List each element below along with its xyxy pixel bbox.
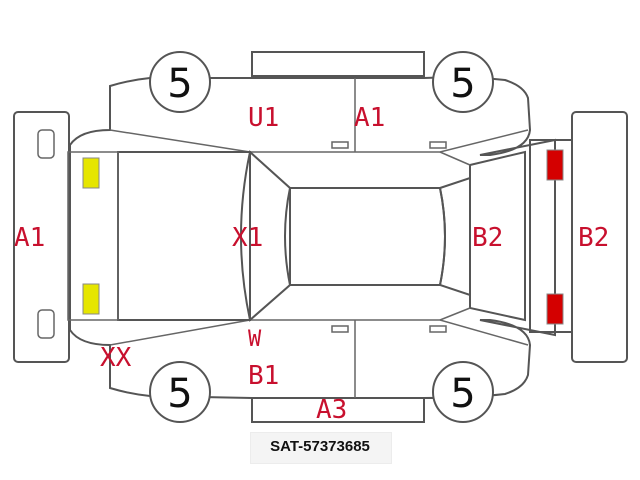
upper-right-handle bbox=[429, 141, 447, 149]
wheel-number-front-bottom: 5 bbox=[167, 371, 192, 417]
upper-beltline bbox=[109, 129, 529, 153]
hood bbox=[117, 151, 251, 321]
wheel-front-top bbox=[149, 51, 211, 113]
front-grille bbox=[67, 151, 119, 321]
rear-pillar-top bbox=[439, 151, 471, 166]
code-upper-right-door: A1 bbox=[354, 103, 385, 133]
code-lower-left-door: B1 bbox=[248, 361, 279, 391]
front-left-light bbox=[37, 129, 55, 159]
lower-left-handle bbox=[331, 325, 349, 333]
trunk bbox=[529, 139, 573, 333]
vehicle-id: SAT-57373685 bbox=[270, 438, 370, 455]
rear-window-frame bbox=[438, 176, 471, 297]
wheel-rear-bottom bbox=[432, 361, 494, 423]
front-marker-top bbox=[82, 157, 100, 189]
wheel-number-rear-bottom: 5 bbox=[450, 371, 475, 417]
rear-pillar-bottom bbox=[439, 307, 471, 321]
upper-left-handle bbox=[331, 141, 349, 149]
wheel-number-rear-top: 5 bbox=[450, 61, 475, 107]
lower-beltline bbox=[109, 319, 529, 346]
lower-right-handle bbox=[429, 325, 447, 333]
upper-roof-rail bbox=[251, 51, 425, 77]
code-rear-panel: B2 bbox=[578, 223, 609, 253]
wheel-front-bottom bbox=[149, 361, 211, 423]
roof bbox=[284, 187, 446, 286]
wheel-number-front-top: 5 bbox=[167, 61, 192, 107]
windshield bbox=[240, 150, 291, 322]
code-lower-mark: W bbox=[248, 327, 262, 352]
wheel-rear-top bbox=[432, 51, 494, 113]
code-front-corner: XX bbox=[100, 343, 132, 373]
id-badge bbox=[250, 432, 392, 464]
rear-marker-top bbox=[546, 149, 564, 181]
code-upper-left-door: U1 bbox=[248, 103, 279, 133]
code-lower-sill: A3 bbox=[316, 395, 347, 425]
code-rear-window: B2 bbox=[472, 223, 503, 253]
code-front-panel: A1 bbox=[14, 223, 45, 253]
rear-marker-bottom bbox=[546, 293, 564, 325]
front-marker-bottom bbox=[82, 283, 100, 315]
code-roof-front: X1 bbox=[232, 223, 263, 253]
front-right-light bbox=[37, 309, 55, 339]
rear-window bbox=[469, 150, 526, 322]
